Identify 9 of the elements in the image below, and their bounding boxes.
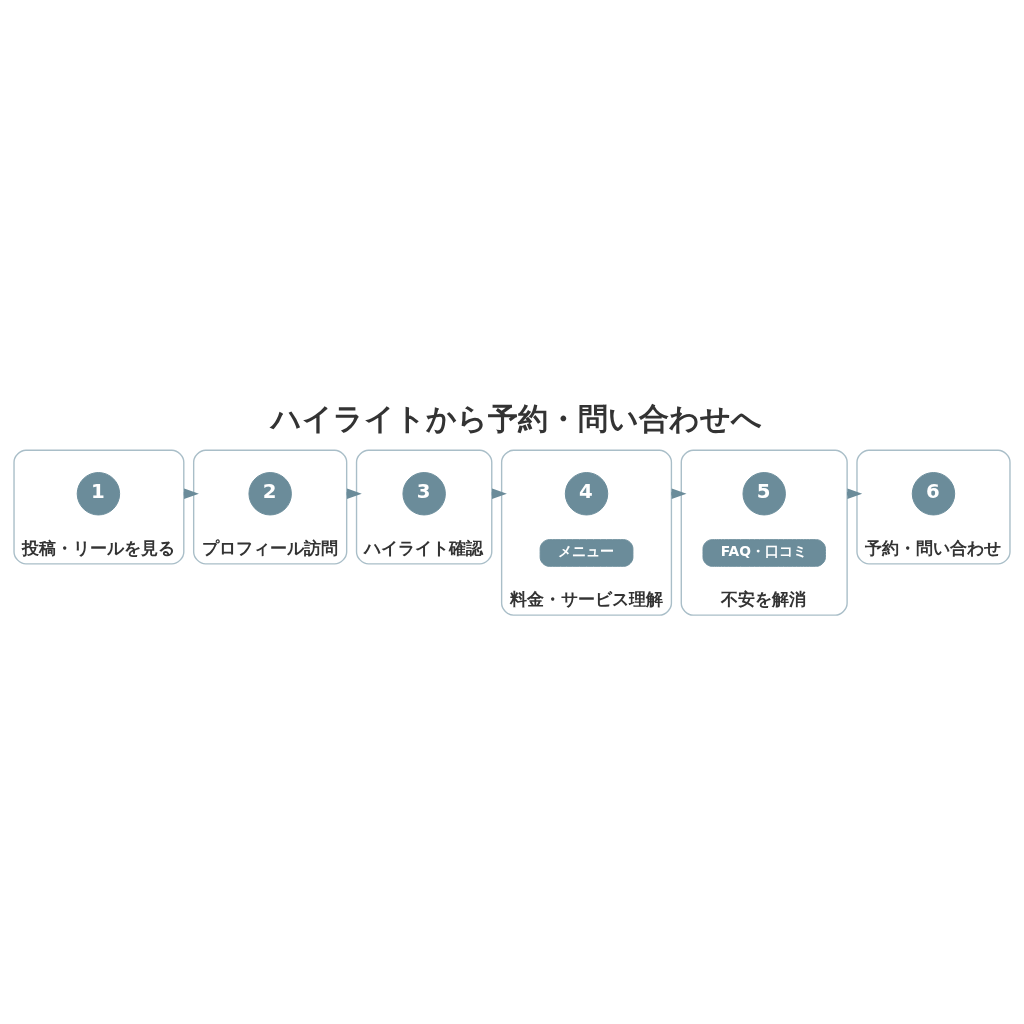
node-circle: 6 <box>911 471 956 515</box>
node-circle: 2 <box>248 471 292 515</box>
node-box: メニュー <box>539 538 634 567</box>
node-circle: 3 <box>402 471 446 515</box>
diagram-title: ハイライトから予約・問い合わせへ <box>270 401 762 436</box>
node-box: FAQ・口コミ <box>702 538 826 567</box>
node-circle: 4 <box>564 471 609 515</box>
node-circle: 5 <box>742 471 786 515</box>
node-circle: 1 <box>76 471 121 515</box>
